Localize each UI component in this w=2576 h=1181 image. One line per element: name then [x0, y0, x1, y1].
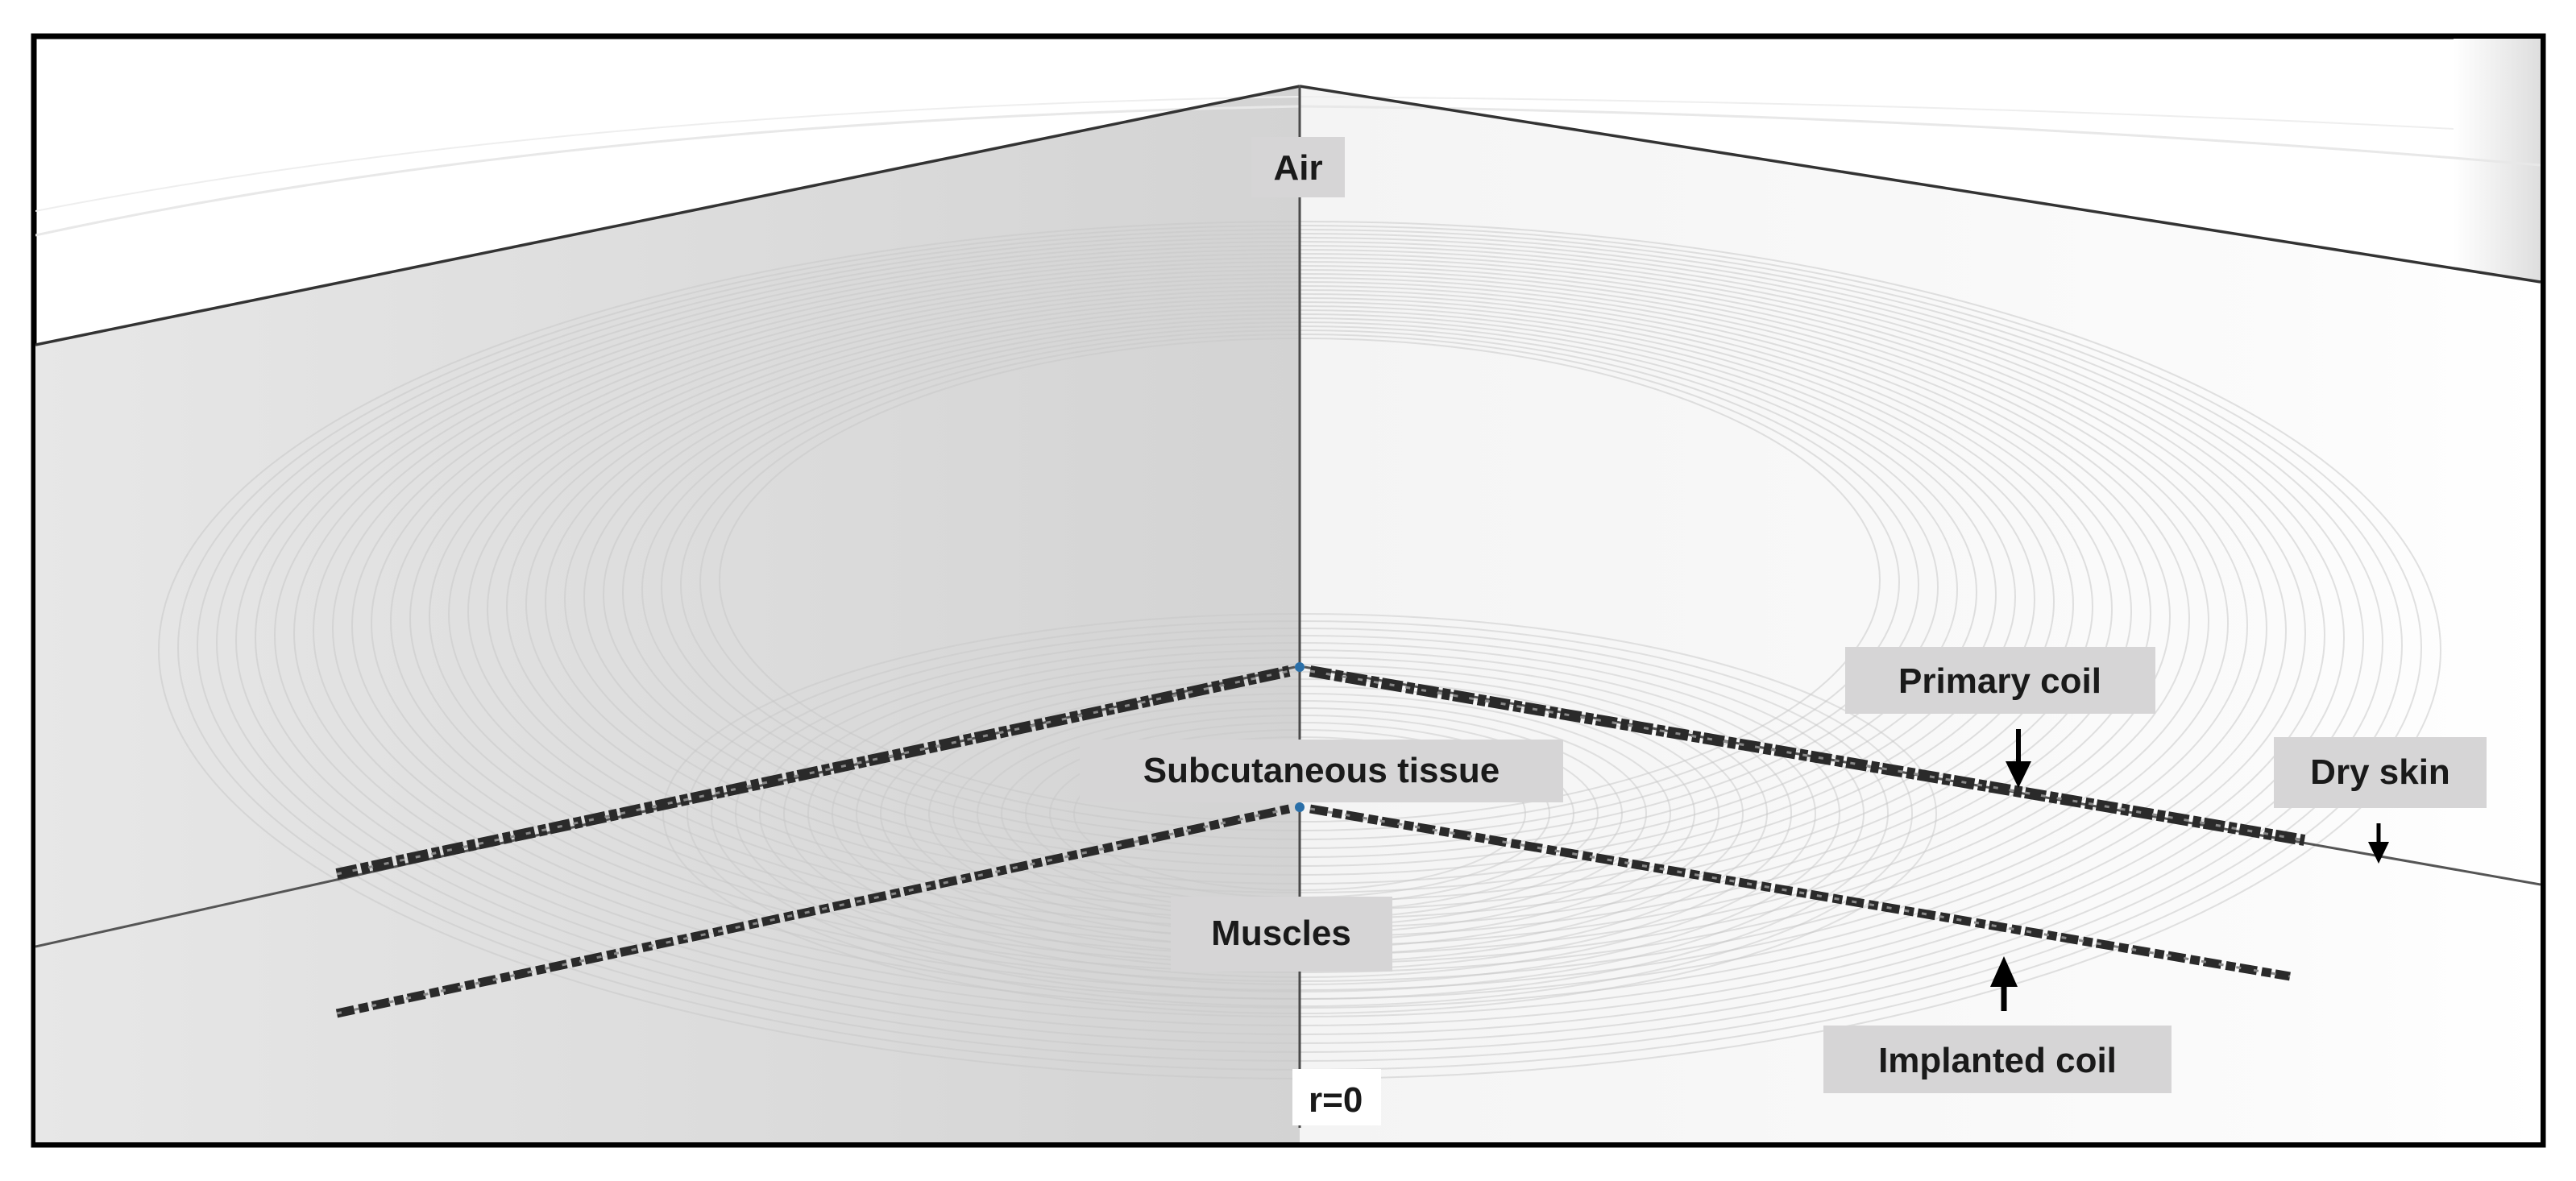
svg-text:Subcutaneous tissue: Subcutaneous tissue — [1143, 751, 1500, 790]
label-primary-coil: Primary coil — [1845, 647, 2155, 714]
arrow-down-icon — [2368, 823, 2389, 864]
top-edge-left — [35, 85, 1300, 346]
label-air: Air — [1251, 137, 1345, 197]
arrow-up-icon — [1990, 956, 2018, 1011]
svg-text:Dry skin: Dry skin — [2310, 752, 2450, 792]
axis-node-top — [1295, 662, 1305, 672]
svg-text:Primary coil: Primary coil — [1898, 661, 2101, 701]
air-top-surface-arc — [35, 95, 2454, 212]
svg-text:Muscles: Muscles — [1211, 914, 1351, 953]
label-r-zero: r=0 — [1292, 1069, 1381, 1125]
implanted-coil-shape — [335, 804, 2291, 1018]
axis-node-bottom — [1295, 802, 1305, 812]
label-implanted-coil: Implanted coil — [1823, 1026, 2172, 1093]
label-subcutaneous-tissue: Subcutaneous tissue — [1080, 740, 1563, 802]
label-dry-skin: Dry skin — [2274, 737, 2487, 808]
svg-text:r=0: r=0 — [1309, 1080, 1363, 1120]
label-muscles: Muscles — [1171, 897, 1392, 972]
arrow-down-icon — [2006, 729, 2031, 788]
svg-text:Implanted coil: Implanted coil — [1878, 1041, 2117, 1080]
right-face — [1300, 86, 2541, 1142]
svg-text:Air: Air — [1273, 148, 1322, 188]
top-edge-right — [1299, 85, 2541, 284]
primary-coil-shape — [335, 665, 2306, 880]
